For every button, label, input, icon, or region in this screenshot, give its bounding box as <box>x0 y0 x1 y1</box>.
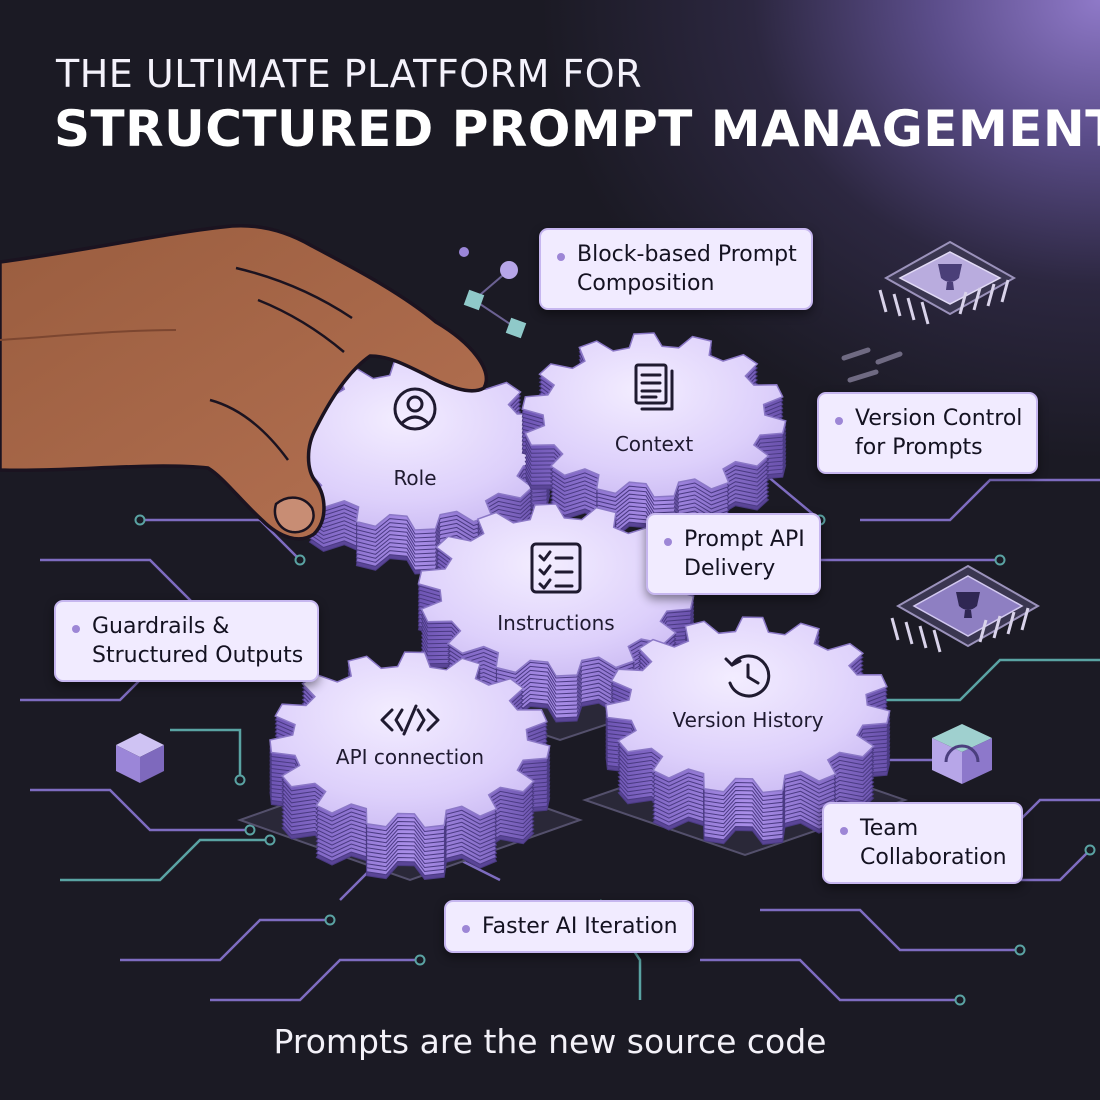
circuit-node <box>1014 944 1026 956</box>
callout-line: Delivery <box>684 556 776 581</box>
bullet-dot <box>72 625 80 633</box>
circuit-node <box>264 834 276 846</box>
callout-prompt-api-delivery: Prompt API Delivery <box>646 513 821 595</box>
callout-line: Faster AI Iteration <box>482 914 678 939</box>
callout-guardrails: Guardrails & Structured Outputs <box>54 600 320 682</box>
trophy-chip-icon <box>890 564 1041 653</box>
bullet-dot <box>840 827 848 835</box>
callout-line: for Prompts <box>855 435 983 460</box>
gear-context: Context <box>521 332 787 542</box>
footer-tagline: Prompts are the new source code <box>273 1022 827 1061</box>
gear-label: Version History <box>672 708 823 732</box>
circuit-trace <box>760 908 1020 952</box>
gear-api: API connection <box>269 651 551 881</box>
bullet-dot <box>462 925 470 933</box>
gear-label: Role <box>393 466 436 490</box>
circuit-trace <box>30 788 250 832</box>
gear-face <box>605 616 891 794</box>
circuit-trace <box>860 478 1100 522</box>
circuit-trace <box>170 728 242 780</box>
circuit-node <box>244 824 256 836</box>
gear-version: Version History <box>605 616 891 846</box>
gear-instructions: Instructions <box>417 503 695 723</box>
callout-line: Guardrails & <box>92 614 230 639</box>
callout-line: Composition <box>577 271 715 296</box>
callout-block-composition: Block-based Prompt Composition <box>539 228 813 310</box>
headphones-cube-icon <box>932 724 992 784</box>
circuit-node <box>414 954 426 966</box>
callout-line: Structured Outputs <box>92 643 304 668</box>
circuit-trace <box>120 918 330 962</box>
gear-face <box>521 332 787 498</box>
circuit-trace <box>60 838 270 882</box>
callout-version-control: Version Control for Prompts <box>817 392 1039 474</box>
callout-line: Team <box>860 816 919 841</box>
code-brackets-icon <box>380 704 440 736</box>
circuit-node <box>994 554 1006 566</box>
gear-label: API connection <box>336 745 484 769</box>
circuit-node <box>324 914 336 926</box>
gear-label: Context <box>615 432 694 456</box>
headline-main: STRUCTURED PROMPT MANAGEMENT <box>54 100 1100 158</box>
circuit-trace <box>210 958 420 1002</box>
checklist-icon <box>530 542 582 594</box>
circuit-trace <box>1010 849 1091 882</box>
callout-line: Block-based Prompt <box>577 242 797 267</box>
circuit-node <box>134 514 146 526</box>
circuit-node <box>1084 844 1096 856</box>
circuit-node <box>954 994 966 1006</box>
cube-icon <box>116 733 164 783</box>
headline-top: THE ULTIMATE PLATFORM FOR <box>56 52 643 96</box>
circuit-trace <box>880 658 1100 702</box>
gear-label: Instructions <box>497 611 614 635</box>
circuit-node <box>234 774 246 786</box>
gear-face <box>269 651 551 829</box>
circuit-node <box>294 554 306 566</box>
callout-faster-iteration: Faster AI Iteration <box>444 900 694 953</box>
callout-line: Prompt API <box>684 527 805 552</box>
hand-illustration <box>0 223 488 541</box>
callout-line: Collaboration <box>860 845 1007 870</box>
node-graph-icon <box>459 247 527 339</box>
circuit-trace <box>700 958 960 1002</box>
bullet-dot <box>835 417 843 425</box>
bullet-dot <box>664 538 672 546</box>
gear-face <box>417 503 695 677</box>
history-clock-icon <box>724 654 771 698</box>
documents-icon <box>634 363 674 411</box>
callout-team-collaboration: Team Collaboration <box>822 802 1023 884</box>
callout-line: Version Control <box>855 406 1023 431</box>
speed-lines <box>841 347 903 383</box>
bullet-dot <box>557 253 565 261</box>
user-circle-icon <box>393 387 437 431</box>
trophy-chip-icon <box>878 240 1017 325</box>
